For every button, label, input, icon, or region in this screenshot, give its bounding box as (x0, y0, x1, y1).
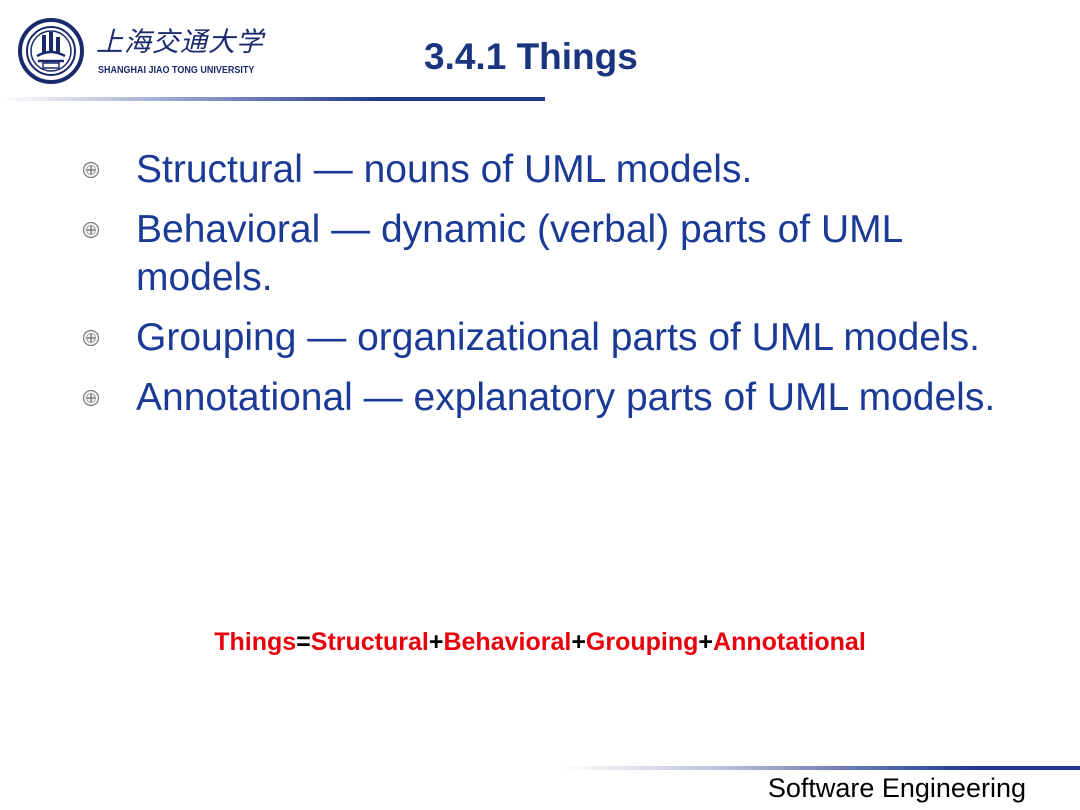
bullet-text: Behavioral — dynamic (verbal) parts of U… (136, 208, 902, 299)
formula-term-grouping: Grouping (585, 628, 699, 656)
bullet-item-behavioral: Behavioral — dynamic (verbal) parts of U… (82, 206, 1002, 302)
formula-term-things: Things (214, 628, 297, 656)
formula-term-structural: Structural (310, 628, 429, 656)
university-logo: 上海交通大学 SHANGHAI JIAO TONG UNIVERSITY (18, 18, 288, 88)
slide-title: 3.4.1 Things (424, 36, 638, 77)
formula-operator-plus: + (698, 628, 714, 656)
title-underline (0, 97, 545, 101)
formula-operator-plus: + (571, 628, 586, 656)
circle-plus-icon (82, 161, 100, 179)
footer-course-name: Software Engineering (767, 773, 1026, 803)
university-seal-icon (18, 18, 84, 84)
formula-term-annotational: Annotational (713, 628, 866, 656)
things-formula: Things=Structural+Behavioral+Grouping+An… (0, 628, 1080, 657)
bullet-item-grouping: Grouping — organizational parts of UML m… (82, 314, 1002, 362)
logo-english-name: SHANGHAI JIAO TONG UNIVERSITY (98, 65, 255, 76)
bullet-text: Annotational — explanatory parts of UML … (136, 376, 996, 419)
logo-chinese-name: 上海交通大学 (96, 27, 264, 58)
bullet-list: Structural — nouns of UML models. Behavi… (82, 146, 1002, 434)
formula-operator-plus: + (428, 628, 444, 656)
circle-plus-icon (82, 389, 100, 407)
bullet-item-structural: Structural — nouns of UML models. (82, 146, 1002, 194)
footer-rule (560, 766, 1080, 770)
formula-term-behavioral: Behavioral (443, 628, 572, 656)
bullet-text: Grouping — organizational parts of UML m… (136, 316, 980, 359)
formula-operator-equals: = (296, 628, 311, 656)
circle-plus-icon (82, 221, 100, 239)
circle-plus-icon (82, 329, 100, 347)
bullet-item-annotational: Annotational — explanatory parts of UML … (82, 374, 1002, 422)
bullet-text: Structural — nouns of UML models. (136, 148, 753, 191)
